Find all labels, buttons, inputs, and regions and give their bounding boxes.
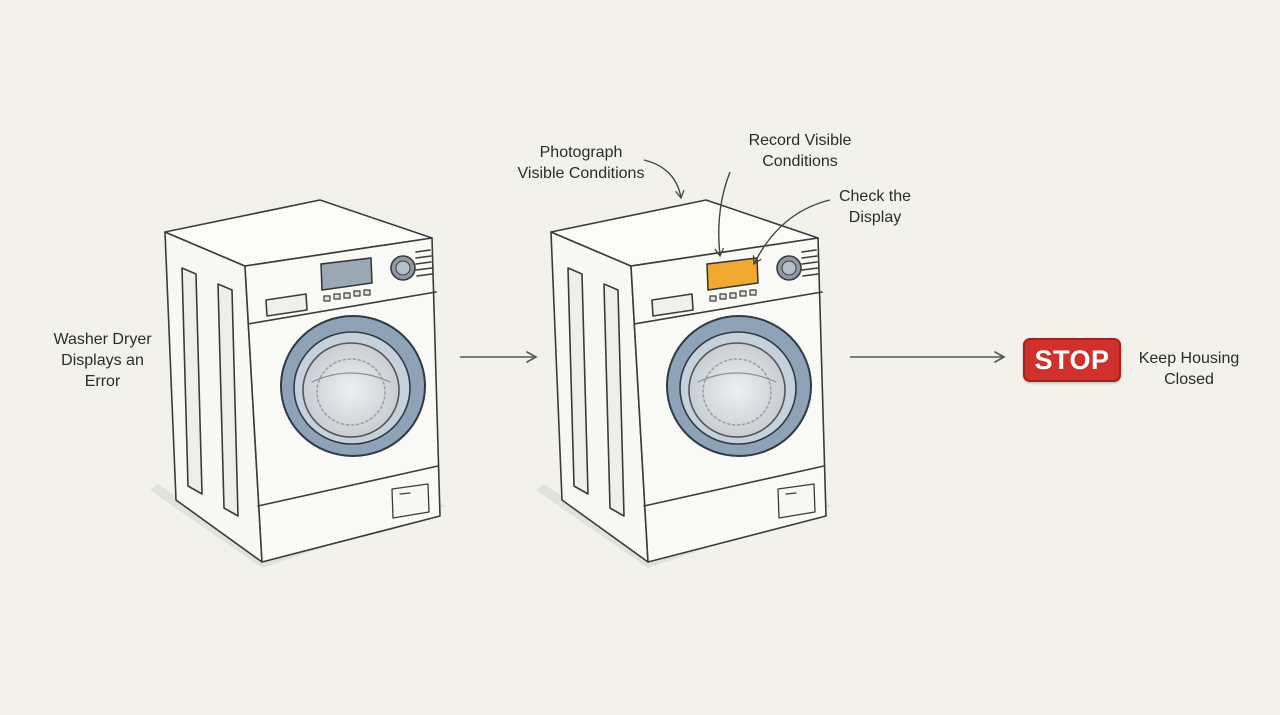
curved-arrow-icon xyxy=(752,199,831,266)
washer-dryer-icon xyxy=(535,199,833,569)
curved-arrow-icon xyxy=(714,171,731,258)
stop-sign-icon: STOP xyxy=(1023,338,1121,382)
display-screen-off xyxy=(320,257,373,291)
curved-arrow-icon xyxy=(643,159,685,200)
display-screen-error xyxy=(706,257,759,291)
washer-dryer-icon xyxy=(149,199,447,569)
